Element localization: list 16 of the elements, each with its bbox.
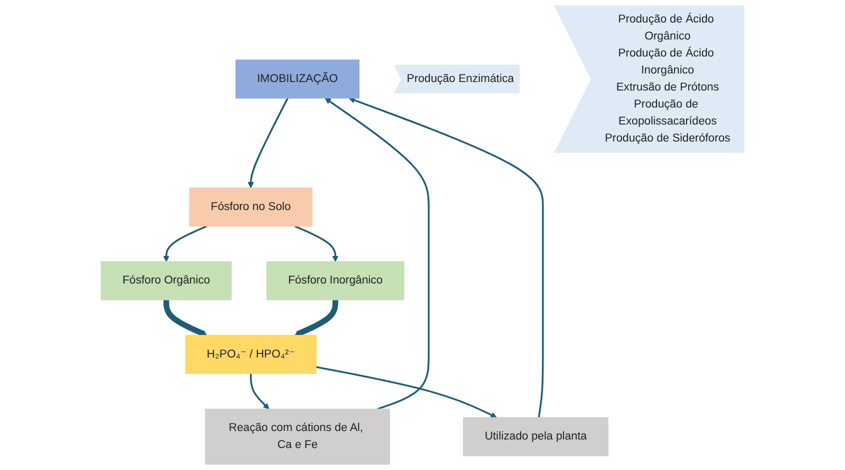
node-box: H₂PO₄⁻ / HPO₄²⁻ <box>185 334 316 374</box>
arrow <box>248 98 288 188</box>
arrow <box>294 300 338 337</box>
node-box: Fósforo Inorgânico <box>266 261 404 300</box>
node-box: Fósforo no Solo <box>189 188 312 226</box>
arrow <box>348 97 544 418</box>
node-box: Reação com cátions de Al, Ca e Fe <box>204 408 390 465</box>
arrow <box>163 225 208 262</box>
node-box: Utilizado pela planta <box>463 417 608 456</box>
arrow <box>250 374 270 410</box>
node-box: IMOBILIZAÇÃO <box>236 60 360 99</box>
arrow <box>163 300 208 337</box>
arrow <box>324 98 430 410</box>
node-box: Fósforo Orgânico <box>100 261 232 300</box>
arrow <box>316 366 497 418</box>
arrow <box>294 225 338 262</box>
